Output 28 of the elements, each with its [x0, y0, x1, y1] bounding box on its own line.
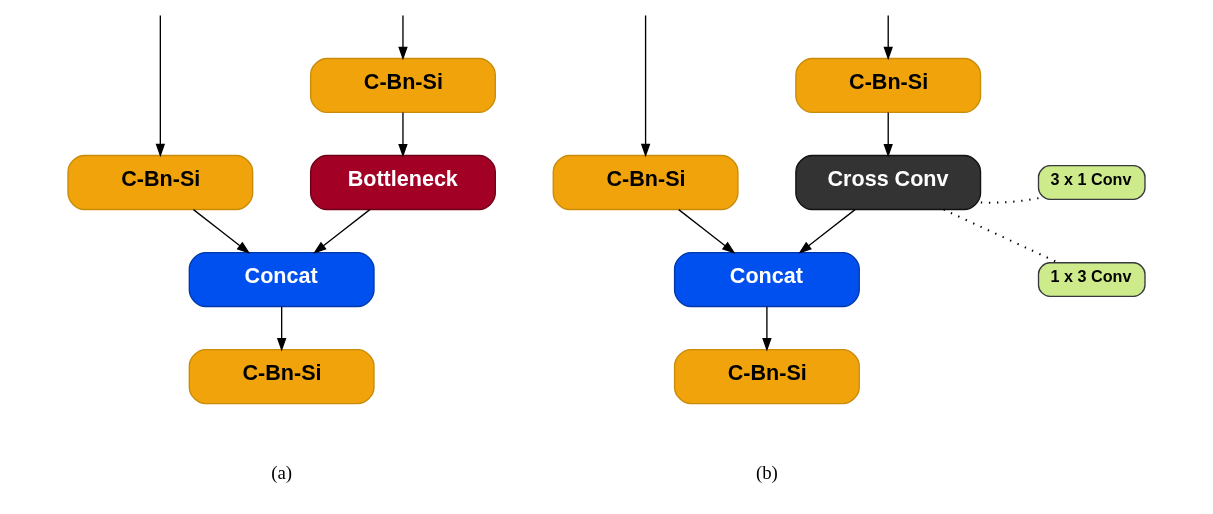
arrow [398, 14, 408, 60]
arrow [883, 14, 893, 60]
arrow [155, 14, 166, 157]
node-box: C-Bn-Si [188, 348, 375, 404]
node-box: Concat [673, 251, 860, 307]
node-box: Bottleneck [309, 154, 496, 210]
node-box: C-Bn-Si [552, 154, 739, 210]
node-box: C-Bn-Si [795, 57, 982, 113]
arrow [762, 305, 772, 352]
arrow [313, 208, 371, 254]
arrow [398, 111, 408, 157]
arrow [678, 208, 736, 254]
node-box: C-Bn-Si [673, 348, 860, 404]
arrow [883, 111, 893, 157]
label: (b) [755, 461, 778, 483]
arrow [192, 208, 251, 254]
node-box: 3 x 1 Conv [1037, 164, 1146, 200]
node-box: Concat [188, 251, 375, 307]
node-box: C-Bn-Si [67, 154, 254, 210]
arrow [640, 14, 651, 157]
arrow [276, 305, 287, 352]
arrow [798, 208, 856, 254]
node-box: 1 x 3 Conv [1037, 261, 1146, 297]
label: (a) [271, 461, 293, 483]
node-box: C-Bn-Si [309, 57, 496, 113]
connector [943, 208, 1059, 263]
node-box: Cross Conv [795, 154, 982, 210]
connector [980, 196, 1039, 204]
